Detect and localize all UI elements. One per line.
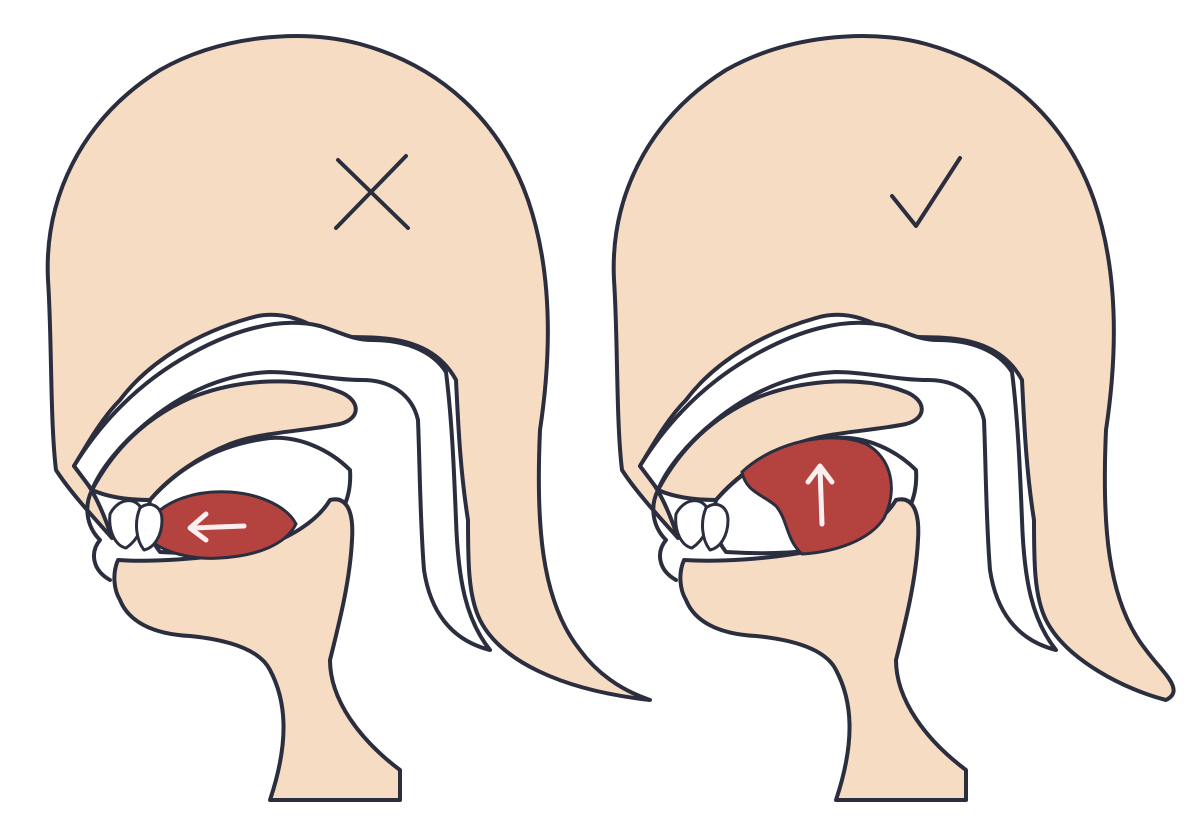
check-mark-icon	[890, 156, 962, 228]
head-silhouette	[611, 34, 1176, 702]
nasal-passage	[72, 320, 492, 652]
arrow-left-icon	[187, 511, 247, 543]
lips	[85, 488, 112, 582]
cross-mark-icon	[334, 154, 410, 230]
nasal-passage	[638, 320, 1058, 652]
panel-incorrect	[45, 34, 652, 802]
teeth	[674, 499, 730, 552]
lips	[651, 488, 678, 582]
panel-correct	[611, 34, 1176, 802]
tongue	[740, 436, 893, 556]
lower-jaw-neck	[112, 497, 402, 802]
teeth	[108, 499, 164, 552]
head-silhouette	[45, 34, 652, 702]
arrow-up-icon	[805, 463, 835, 527]
